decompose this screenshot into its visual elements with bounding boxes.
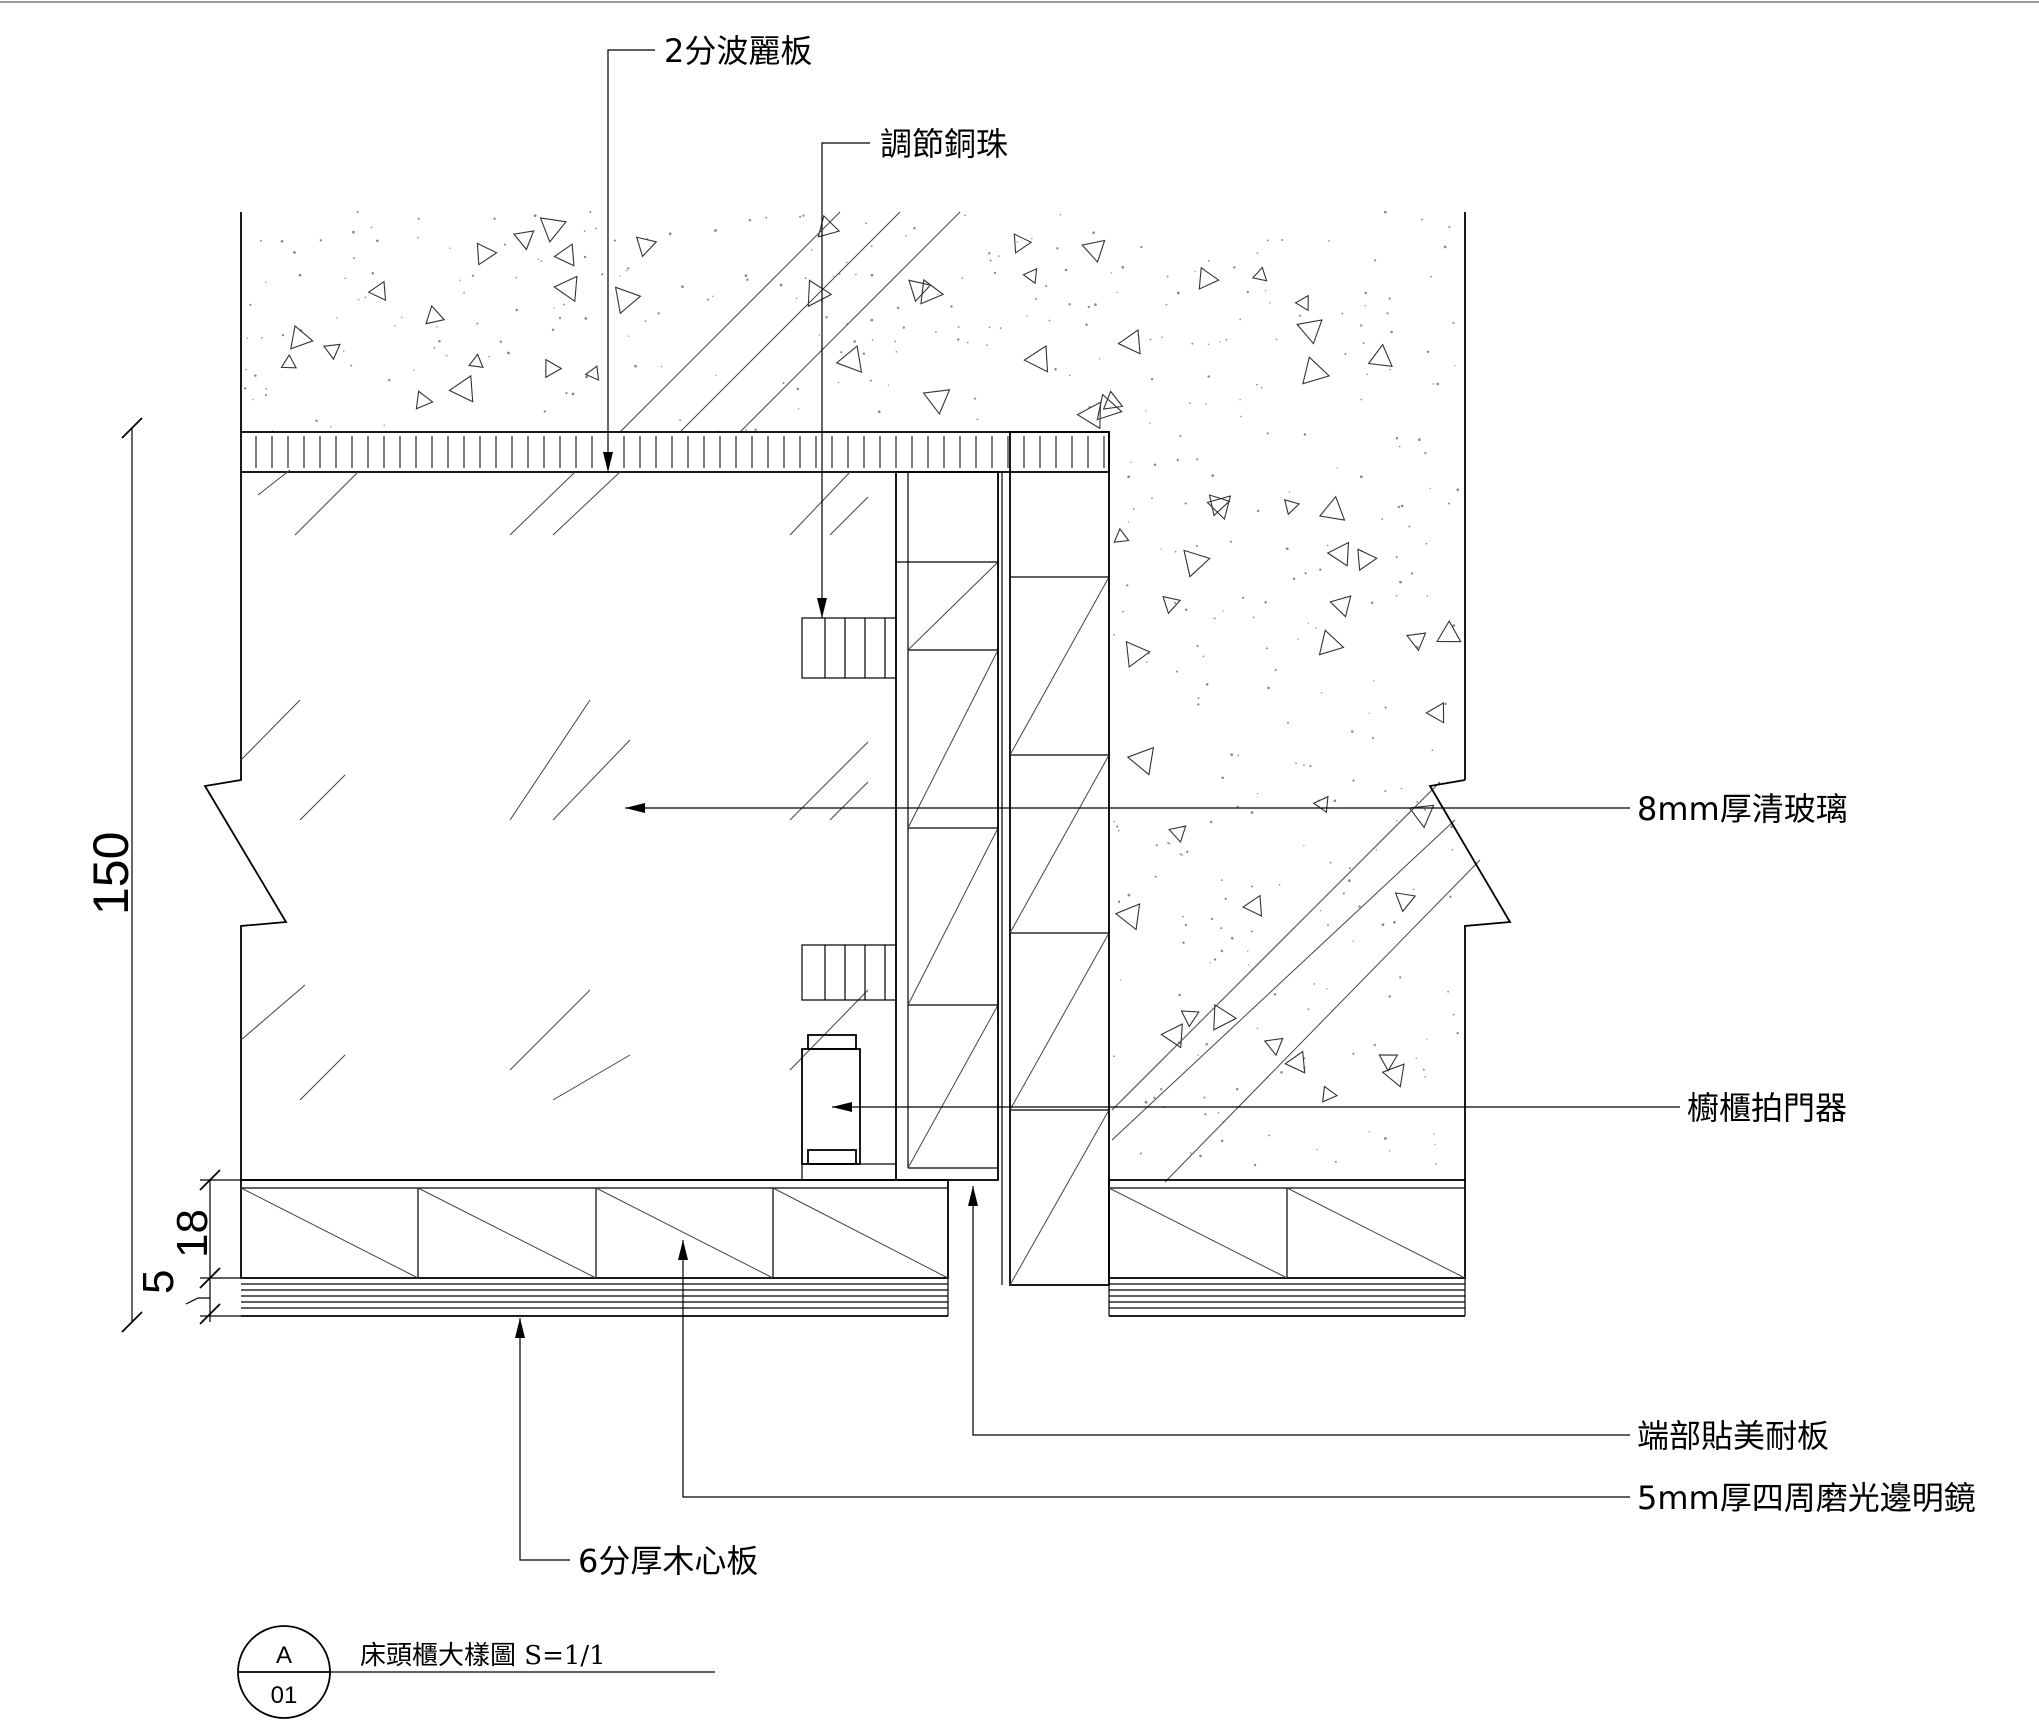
label-plywood: 6分厚木心板 — [578, 1542, 758, 1580]
label-end-laminate: 端部貼美耐板 — [1637, 1417, 1829, 1455]
label-mirror: 5mm厚四周磨光邊明鏡 — [1637, 1479, 1976, 1517]
leader-corrugated-board — [603, 49, 655, 472]
bubble-sheet-number: 01 — [271, 1682, 298, 1709]
dimension-mirror-thickness: 5 — [134, 1270, 183, 1294]
corrugated-board-strip — [240, 431, 1110, 473]
dimension-board-thickness: 18 — [168, 1209, 217, 1258]
leader-plywood — [515, 1318, 570, 1561]
leader-clear-glass — [625, 803, 1630, 813]
leader-mirror — [678, 1240, 1630, 1498]
inner-vertical-panel — [895, 471, 1003, 1285]
label-corrugated-board: 2分波麗板 — [664, 32, 812, 70]
bottom-plywood-right — [1108, 1179, 1466, 1279]
drawing-title: 床頭櫃大樣圖 S=1/1 — [360, 1641, 606, 1671]
leader-end-laminate — [968, 1186, 1630, 1436]
label-door-catch: 櫥櫃拍門器 — [1687, 1089, 1847, 1127]
outer-vertical-panel — [1009, 431, 1110, 1286]
right-wall-break — [1428, 779, 1512, 1180]
copper-bead-lower — [801, 944, 897, 1001]
leader-copper-bead — [817, 142, 870, 618]
bubble-detail-letter: A — [276, 1642, 292, 1669]
title-block — [237, 1625, 715, 1719]
bottom-mirror-left — [241, 1278, 949, 1317]
glass-panel — [203, 469, 945, 1181]
door-catch — [801, 1034, 897, 1181]
leader-door-catch — [832, 1102, 1680, 1112]
bottom-plywood-left — [240, 1179, 949, 1279]
concrete-aggregate — [243, 210, 1462, 1167]
label-copper-bead: 調節銅珠 — [880, 125, 1008, 163]
dimension-lines — [121, 417, 241, 1333]
copper-bead-upper — [801, 617, 897, 679]
label-clear-glass: 8mm厚清玻璃 — [1637, 790, 1848, 828]
dimension-total-height: 150 — [83, 832, 139, 915]
concrete-wall — [240, 210, 1481, 1183]
bottom-mirror-right — [1108, 1278, 1466, 1317]
